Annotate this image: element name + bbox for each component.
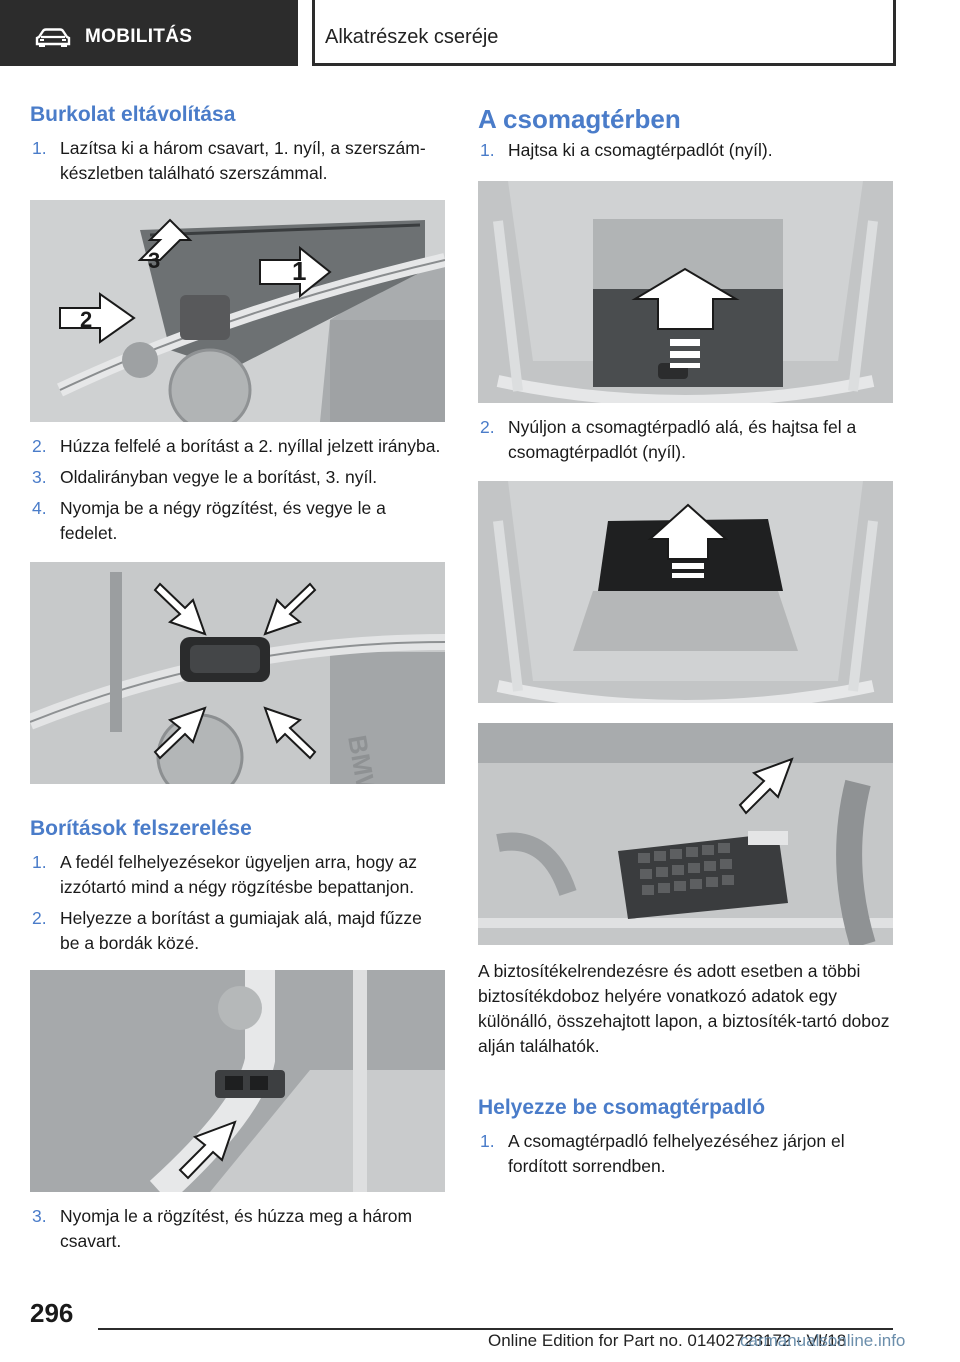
left-column: Burkolat eltávolítása 1. Lazítsa ki a há…: [30, 100, 445, 1254]
figure-label-2: 2: [80, 307, 92, 332]
step-number: 2.: [480, 417, 495, 437]
step-text: Húzza felfelé a borítást a 2. nyíllal je…: [60, 436, 441, 456]
step-item: 3. Oldalirányban vegye le a borítást, 3.…: [30, 465, 445, 490]
heading-remove-cover: Burkolat eltávolítása: [30, 103, 236, 126]
step-text: A fedél felhelyezésekor ügyeljen arra, h…: [60, 852, 418, 897]
step-number: 3.: [32, 1206, 47, 1226]
step-list-remove-2: 2. Húzza felfelé a borítást a 2. nyíllal…: [30, 434, 445, 546]
step-text: Nyomja be a négy rögzítést, és vegye le …: [60, 498, 386, 543]
heading-trunk: A csomagtérben: [478, 104, 681, 134]
figure-bulb-holder: BMW: [30, 562, 445, 784]
figure-trunk-floor-lift: [478, 481, 893, 703]
chapter-label: MOBILITÁS: [85, 26, 193, 47]
step-number: 2.: [32, 908, 47, 928]
edition-text: Online Edition for Part no. 01402723172 …: [488, 1331, 847, 1350]
step-item: 2. Húzza felfelé a borítást a 2. nyíllal…: [30, 434, 445, 459]
figure-fuse-box: [478, 723, 893, 945]
page-number: 296: [30, 1298, 74, 1328]
heading-install-floor: Helyezze be csomagtérpadló: [478, 1096, 766, 1119]
section-frame: [312, 0, 896, 66]
step-item: 3. Nyomja le a rögzítést, és húzza meg a…: [30, 1204, 445, 1254]
step-text: Hajtsa ki a csomagtérpadlót (nyíl).: [508, 140, 773, 160]
step-number: 4.: [32, 498, 47, 518]
section-title: Alkatrészek cseréje: [325, 26, 499, 48]
step-item: 1. Hajtsa ki a csomagtérpadlót (nyíl).: [478, 138, 893, 163]
step-text: Lazítsa ki a három csavart, 1. nyíl, a s…: [60, 138, 426, 183]
step-text: Nyúljon a csomagtérpadló alá, és hajtsa …: [508, 417, 857, 462]
step-number: 3.: [32, 467, 47, 487]
step-number: 1.: [32, 138, 47, 158]
chapter-tab: MOBILITÁS: [0, 0, 298, 66]
footer-rule: [98, 1328, 893, 1330]
step-list-install-floor: 1. A csomagtérpadló felhelyezéséhez járj…: [478, 1129, 893, 1179]
step-list-trunk-1: 1. Hajtsa ki a csomagtérpadlót (nyíl).: [478, 138, 893, 163]
step-list-install-2: 3. Nyomja le a rögzítést, és húzza meg a…: [30, 1204, 445, 1254]
figure-trunk-floor-open: [478, 181, 893, 403]
figure-label-3: 3: [148, 248, 160, 273]
figure-fastener: [30, 970, 445, 1192]
step-text: Oldalirányban vegye le a borítást, 3. ny…: [60, 467, 378, 487]
figure-label-1: 1: [292, 256, 306, 286]
step-item: 4. Nyomja be a négy rögzítést, és vegye …: [30, 496, 445, 546]
step-number: 1.: [480, 140, 495, 160]
step-item: 2. Nyúljon a csomagtérpadló alá, és hajt…: [478, 415, 893, 465]
right-column: A csomagtérben 1. Hajtsa ki a csomagtérp…: [478, 100, 893, 1179]
car-icon: [35, 28, 71, 47]
step-item: 1. A fedél felhelyezésekor ügyeljen arra…: [30, 850, 445, 900]
step-number: 1.: [32, 852, 47, 872]
heading-install-covers: Borítások felszerelése: [30, 817, 252, 840]
step-text: Nyomja le a rögzítést, és húzza meg a há…: [60, 1206, 413, 1251]
step-list-install: 1. A fedél felhelyezésekor ügyeljen arra…: [30, 850, 445, 956]
step-item: 2. Helyezze a borítást a gumiajak alá, m…: [30, 906, 445, 956]
step-number: 2.: [32, 436, 47, 456]
step-item: 1. A csomagtérpadló felhelyezéséhez járj…: [478, 1129, 893, 1179]
step-text: A csomagtérpadló felhelyezéséhez járjon …: [508, 1131, 845, 1176]
step-text: Helyezze a borítást a gumiajak alá, majd…: [60, 908, 422, 953]
figure-engine-bay-cover: 1 2 3: [30, 200, 445, 422]
fuse-info-paragraph: A biztosítékelrendezésre és adott esetbe…: [478, 961, 890, 1056]
step-number: 1.: [480, 1131, 495, 1151]
watermark: carmanualsonline.info: [740, 1331, 906, 1350]
page-header: MOBILITÁS Alkatrészek cseréje: [0, 0, 960, 66]
step-item: 1. Lazítsa ki a három csavart, 1. nyíl, …: [30, 136, 445, 186]
step-list-trunk-2: 2. Nyúljon a csomagtérpadló alá, és hajt…: [478, 415, 893, 465]
step-list-remove-1: 1. Lazítsa ki a három csavart, 1. nyíl, …: [30, 136, 445, 186]
